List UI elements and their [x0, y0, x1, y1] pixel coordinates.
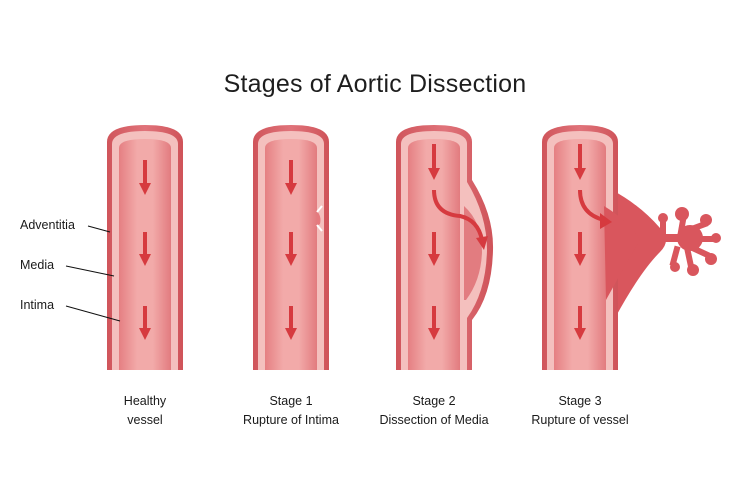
vessel-healthy: [107, 125, 183, 370]
media-leader-line: [65, 265, 115, 277]
label-adventitia: Adventitia: [20, 218, 75, 232]
vessel-stage-2: [396, 125, 494, 370]
caption-line-2: vessel: [127, 413, 163, 427]
caption-line-1: Stage 3: [558, 394, 602, 408]
caption-line-2: Dissection of Media: [379, 413, 489, 427]
caption-line-2: Rupture of Intima: [243, 413, 339, 427]
caption-line-1: Stage 1: [269, 394, 313, 408]
caption-stage-1: Stage 1 Rupture of Intima: [216, 392, 366, 430]
label-media: Media: [20, 258, 55, 272]
vessel-stage-4-rupture: [542, 125, 721, 370]
caption-line-2: Rupture of vessel: [531, 413, 629, 427]
caption-healthy: Healthy vessel: [70, 392, 220, 430]
label-intima: Intima: [20, 298, 55, 312]
caption-line-1: Healthy: [123, 394, 167, 408]
intima-leader-line: [65, 305, 121, 322]
caption-stage-3: Stage 3 Rupture of vessel: [505, 392, 655, 430]
caption-line-1: Stage 2: [412, 394, 456, 408]
caption-stage-2: Stage 2 Dissection of Media: [359, 392, 509, 430]
adventitia-leader-line: [87, 225, 111, 233]
diagram-title: Stages of Aortic Dissection: [223, 70, 527, 98]
vessel-stage-1: [253, 125, 329, 370]
